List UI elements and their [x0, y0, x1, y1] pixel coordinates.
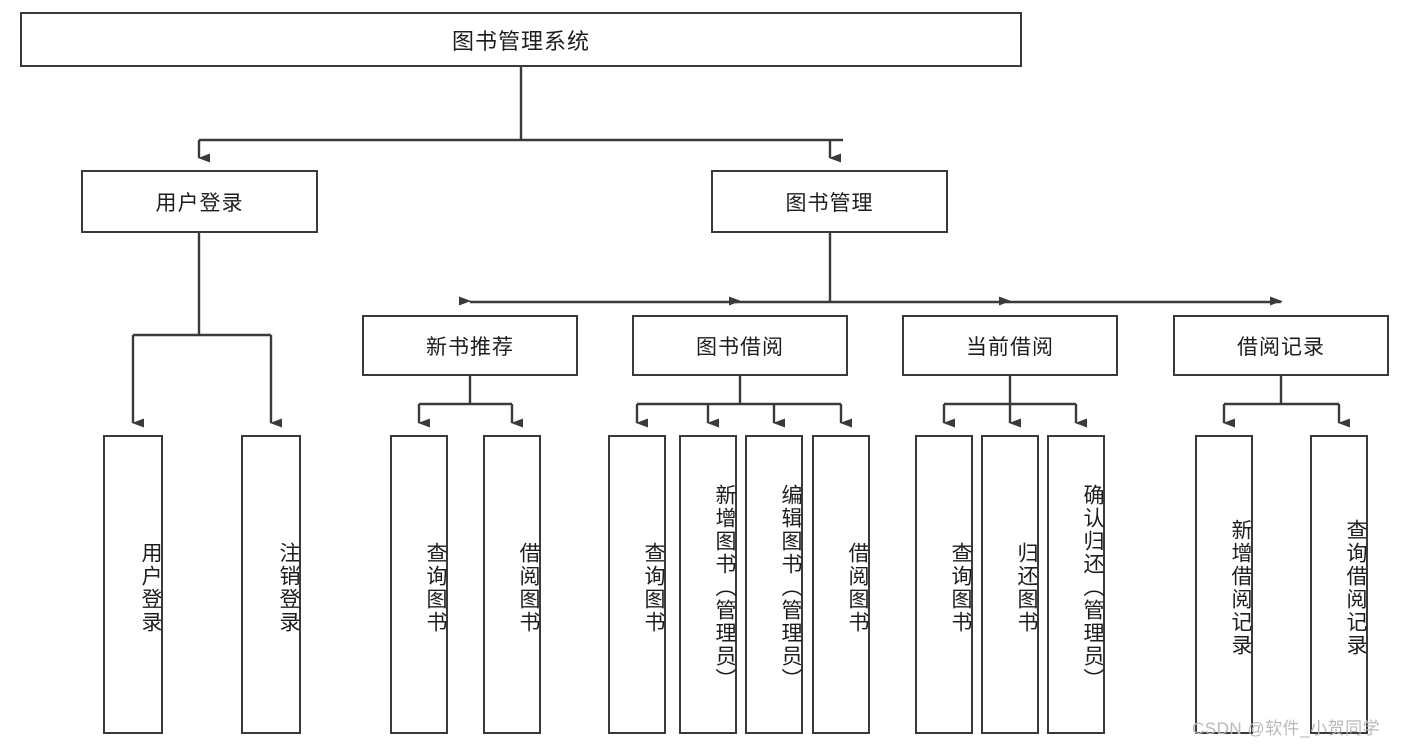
node-user-login[interactable]: 用户登录 [81, 170, 318, 233]
node-label: 图书借阅 [696, 335, 784, 359]
node-root-book-management-system[interactable]: 图书管理系统 [20, 12, 1022, 67]
leaf-new-book-borrow-book[interactable]: 借阅图书 [483, 435, 541, 734]
csdn-watermark: CSDN @软件_小贺同学 [1192, 719, 1381, 738]
node-label: 用户登录 [139, 541, 162, 634]
leaf-user-login-logout[interactable]: 注销登录 [241, 435, 301, 734]
node-label: 借阅图书 [517, 541, 540, 634]
leaf-borrow-record-add-record[interactable]: 新增借阅记录 [1195, 435, 1253, 734]
node-label: 新增图书（管理员） [713, 484, 736, 691]
node-label: 借阅图书 [846, 541, 869, 634]
node-label: 用户登录 [155, 191, 244, 215]
node-label: 归还图书 [1015, 541, 1038, 634]
leaf-book-borrow-add-book-admin[interactable]: 新增图书（管理员） [679, 435, 737, 734]
node-label: 图书管理 [785, 191, 874, 215]
node-borrow-record[interactable]: 借阅记录 [1173, 315, 1389, 376]
node-label: 查询图书 [949, 541, 972, 634]
node-label: 新增借阅记录 [1229, 518, 1252, 657]
leaf-current-borrow-query-book[interactable]: 查询图书 [915, 435, 973, 734]
node-label: 注销登录 [277, 541, 300, 634]
leaf-book-borrow-edit-book-admin[interactable]: 编辑图书（管理员） [745, 435, 803, 734]
node-current-borrow[interactable]: 当前借阅 [902, 315, 1118, 376]
leaf-book-borrow-borrow-book[interactable]: 借阅图书 [812, 435, 870, 734]
node-label: 查询图书 [424, 541, 447, 634]
leaf-new-book-query-book[interactable]: 查询图书 [390, 435, 448, 734]
leaf-borrow-record-query-record[interactable]: 查询借阅记录 [1310, 435, 1368, 734]
node-label: 确认归还（管理员） [1081, 484, 1104, 691]
leaf-current-borrow-return-book[interactable]: 归还图书 [981, 435, 1039, 734]
node-label: 新书推荐 [426, 335, 514, 359]
node-label: 编辑图书（管理员） [779, 484, 802, 691]
node-new-book-recommend[interactable]: 新书推荐 [362, 315, 578, 376]
node-label: 查询借阅记录 [1344, 518, 1367, 657]
node-label: 借阅记录 [1237, 335, 1325, 359]
leaf-current-borrow-confirm-return-admin[interactable]: 确认归还（管理员） [1047, 435, 1105, 734]
leaf-book-borrow-query-book[interactable]: 查询图书 [608, 435, 666, 734]
node-label: 当前借阅 [966, 335, 1054, 359]
node-book-management[interactable]: 图书管理 [711, 170, 948, 233]
node-label: 查询图书 [642, 541, 665, 634]
leaf-user-login-login[interactable]: 用户登录 [103, 435, 163, 734]
node-book-borrow[interactable]: 图书借阅 [632, 315, 848, 376]
node-label: 图书管理系统 [451, 28, 590, 54]
